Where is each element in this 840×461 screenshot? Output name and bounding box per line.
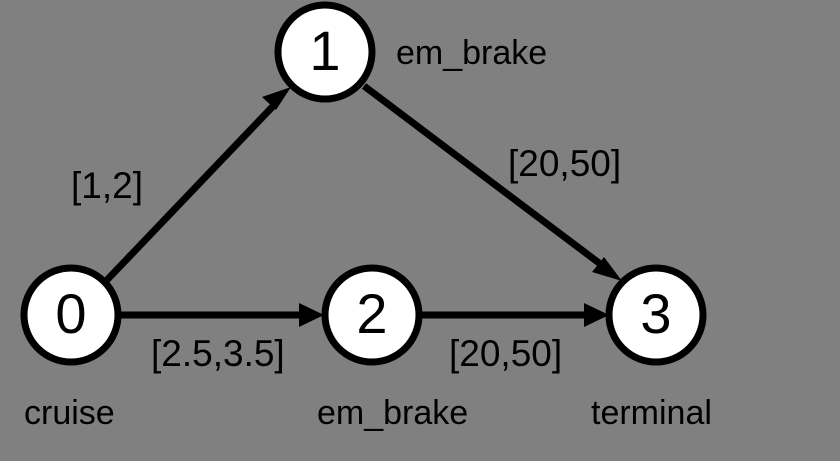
edge-2-to-3: [422, 303, 609, 327]
edge-guard-1-to-3: [20,50]: [508, 143, 622, 184]
edge-0-to-2: [121, 303, 324, 327]
edge-1-to-3: [361, 83, 622, 281]
node-2[interactable]: 2: [321, 264, 423, 366]
node-0-label: 0: [55, 282, 86, 345]
edge-1-to-3-line: [361, 83, 610, 272]
node-2-label: 2: [356, 282, 387, 345]
node-3-label: 3: [640, 282, 671, 345]
edge-0-to-1-line: [103, 99, 280, 284]
edge-0-to-1: [103, 87, 291, 284]
node-1-label: 1: [309, 19, 340, 82]
node-0-circle[interactable]: [20, 264, 122, 366]
state-name-0: cruise: [24, 394, 115, 432]
state-name-1: em_brake: [396, 34, 548, 72]
node-1-circle[interactable]: [274, 1, 376, 103]
node-3-circle[interactable]: [605, 264, 707, 366]
state-name-3: terminal: [591, 394, 712, 432]
edge-0-to-1-arrowhead: [262, 87, 291, 110]
state-name-2: em_brake: [317, 394, 469, 432]
edge-1-to-3-arrowhead: [592, 257, 622, 281]
node-2-circle[interactable]: [321, 264, 423, 366]
edge-2-to-3-arrowhead: [584, 303, 609, 327]
edge-guard-2-to-3: [20,50]: [449, 333, 563, 374]
node-0[interactable]: 0: [20, 264, 122, 366]
node-3[interactable]: 3: [605, 264, 707, 366]
edge-0-to-2-arrowhead: [299, 303, 324, 327]
edge-guard-0-to-1: [1,2]: [71, 165, 143, 206]
node-1[interactable]: 1: [274, 1, 376, 103]
edge-guard-0-to-2: [2.5,3.5]: [151, 333, 285, 374]
